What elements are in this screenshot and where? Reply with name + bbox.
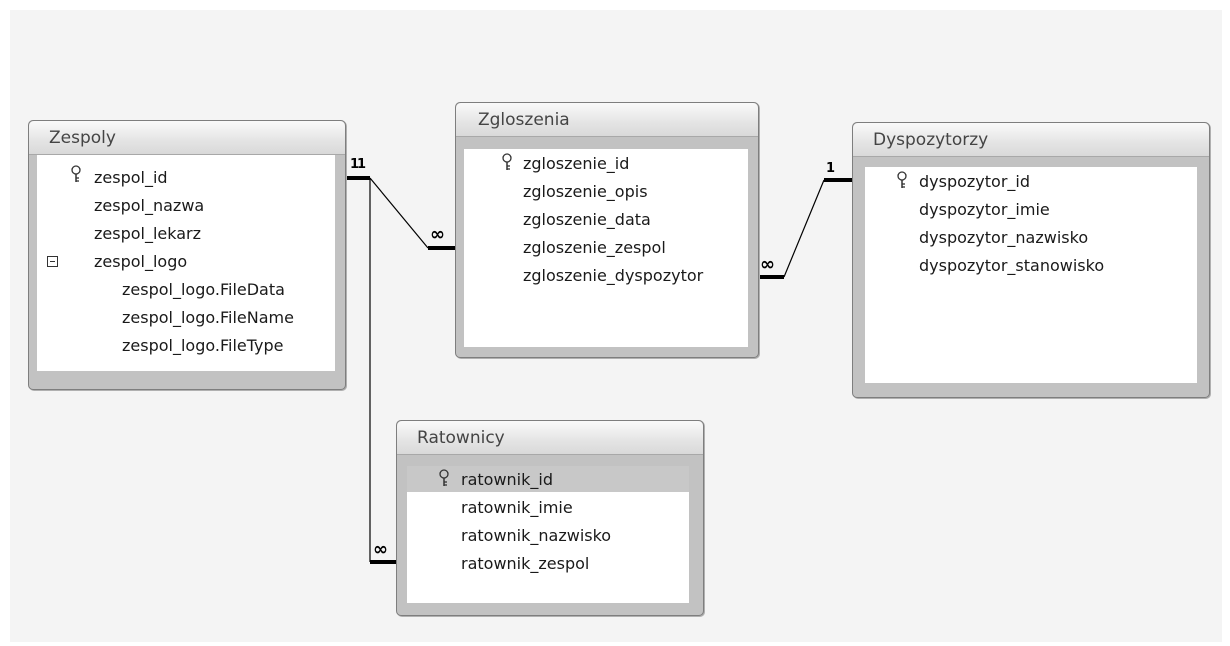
field-zespol-logo[interactable]: zespol_logo bbox=[94, 252, 188, 271]
table-title[interactable]: Dyspozytorzy bbox=[853, 123, 1209, 157]
field-ratownik-id-selected-row[interactable] bbox=[407, 466, 689, 492]
field-zespol-logo-filedata[interactable]: zespol_logo.FileData bbox=[122, 280, 285, 299]
table-title[interactable]: Zgloszenia bbox=[456, 103, 758, 137]
field-zespol-nazwa[interactable]: zespol_nazwa bbox=[94, 196, 205, 215]
field-zgloszenie-opis[interactable]: zgloszenie_opis bbox=[523, 182, 648, 201]
table-ratownicy[interactable]: Ratownicy ratownik_id ratownik_imie rato… bbox=[396, 420, 704, 616]
field-zespol-logo-filename[interactable]: zespol_logo.FileName bbox=[122, 308, 294, 327]
field-dyspozytor-nazwisko[interactable]: dyspozytor_nazwisko bbox=[919, 228, 1089, 247]
key-icon bbox=[71, 165, 81, 182]
minus-box-icon[interactable] bbox=[47, 256, 58, 267]
field-zgloszenie-dyspozytor[interactable]: zgloszenie_dyspozytor bbox=[523, 266, 704, 285]
field-zgloszenie-data[interactable]: zgloszenie_data bbox=[523, 210, 651, 229]
field-list: ratownik_id ratownik_imie ratownik_nazwi… bbox=[407, 466, 689, 603]
field-list: zespol_id zespol_nazwa zespol_lekarz zes… bbox=[37, 155, 335, 371]
table-title[interactable]: Zespoly bbox=[29, 121, 345, 155]
field-zespol-logo-filetype[interactable]: zespol_logo.FileType bbox=[122, 336, 284, 355]
field-list: dyspozytor_id dyspozytor_imie dyspozytor… bbox=[865, 167, 1197, 383]
key-icon bbox=[897, 171, 907, 188]
field-list: zgloszenie_id zgloszenie_opis zgloszenie… bbox=[464, 149, 748, 347]
field-ratownik-imie[interactable]: ratownik_imie bbox=[461, 498, 573, 517]
table-dyspozytorzy[interactable]: Dyspozytorzy dyspozytor_id dyspozytor_im… bbox=[852, 122, 1210, 398]
field-ratownik-id[interactable]: ratownik_id bbox=[461, 470, 553, 489]
field-zespol-id[interactable]: zespol_id bbox=[94, 168, 168, 187]
field-ratownik-nazwisko[interactable]: ratownik_nazwisko bbox=[461, 526, 612, 545]
field-dyspozytor-id[interactable]: dyspozytor_id bbox=[919, 172, 1031, 191]
field-dyspozytor-imie[interactable]: dyspozytor_imie bbox=[919, 200, 1050, 219]
table-title[interactable]: Ratownicy bbox=[397, 421, 703, 455]
field-zgloszenie-zespol[interactable]: zgloszenie_zespol bbox=[523, 238, 666, 257]
field-dyspozytor-stanowisko[interactable]: dyspozytor_stanowisko bbox=[919, 256, 1105, 275]
field-zespol-lekarz[interactable]: zespol_lekarz bbox=[94, 224, 202, 243]
field-ratownik-zespol[interactable]: ratownik_zespol bbox=[461, 554, 590, 573]
field-zgloszenie-id[interactable]: zgloszenie_id bbox=[523, 154, 630, 173]
table-zgloszenia[interactable]: Zgloszenia zgloszenie_id zgloszenie_opis… bbox=[455, 102, 759, 358]
table-zespoly[interactable]: Zespoly zespol_id zespol_nazwa zespol_le… bbox=[28, 120, 346, 390]
key-icon bbox=[439, 469, 449, 486]
key-icon bbox=[502, 153, 512, 170]
